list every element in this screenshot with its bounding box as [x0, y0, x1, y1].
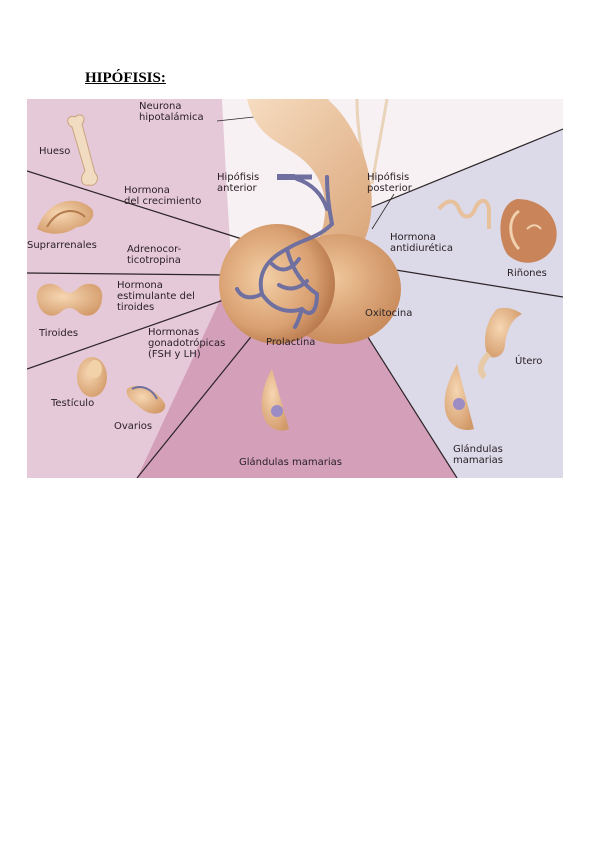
label-hormona-crecimiento: Hormona del crecimiento [124, 185, 202, 207]
label-ovarios: Ovarios [114, 421, 153, 432]
label-hormonas-gonadotropicas: Hormonas gonadotrópicas (FSH y LH) [148, 327, 226, 360]
label-hormona-estimulante-tiroides: Hormona estimulante del tiroides [117, 280, 195, 313]
divider-line [27, 170, 243, 240]
label-utero: Útero [515, 356, 543, 367]
vessel-cap [277, 174, 295, 180]
label-glandulas-mamarias-right: Glándulas mamarias [453, 444, 503, 466]
anterior-lobe [219, 224, 335, 344]
divider-line [27, 296, 233, 370]
pituitary-illustration [27, 99, 563, 478]
bone-image [67, 114, 98, 186]
divider-line [376, 266, 563, 298]
label-rinones: Riñones [507, 268, 547, 279]
label-hipofisis-anterior: Hipófisis anterior [217, 172, 260, 194]
label-oxitocina: Oxitocina [365, 308, 413, 319]
label-tiroides: Tiroides [39, 328, 79, 339]
pituitary-stalk [247, 99, 372, 239]
adrenal-image [37, 200, 94, 234]
nephron-image [437, 198, 491, 229]
pointer-posterior [371, 193, 395, 230]
mammary-image-center [261, 369, 289, 431]
divider-line [366, 128, 563, 210]
label-prolactina: Prolactina [266, 337, 316, 348]
pituitary-diagram: Neurona hipotalámica Hueso Hormona del c… [27, 99, 563, 478]
label-hormona-antidiuretica: Hormona antidiurética [390, 232, 453, 254]
ovary-image [126, 385, 166, 414]
label-adrenocorticotropina: Adrenocor- ticotropina [127, 244, 182, 266]
label-neurona-hipotalamica: Neurona hipotalámica [139, 101, 204, 123]
mammary-image-right [444, 364, 474, 431]
label-testiculo: Testículo [51, 398, 95, 409]
divider-line [27, 272, 228, 276]
thyroid-image [36, 283, 103, 316]
bottom-sector [137, 274, 457, 478]
label-hueso: Hueso [39, 146, 71, 157]
label-glandulas-mamarias-center: Glándulas mamarias [239, 457, 342, 468]
uterus-image [485, 307, 522, 358]
divider-line [136, 316, 268, 478]
page-title: HIPÓFISIS: [85, 70, 166, 86]
label-hipofisis-posterior: Hipófisis posterior [367, 172, 412, 194]
label-suprarrenales: Suprarrenales [27, 240, 97, 251]
portal-vessels [235, 175, 334, 329]
